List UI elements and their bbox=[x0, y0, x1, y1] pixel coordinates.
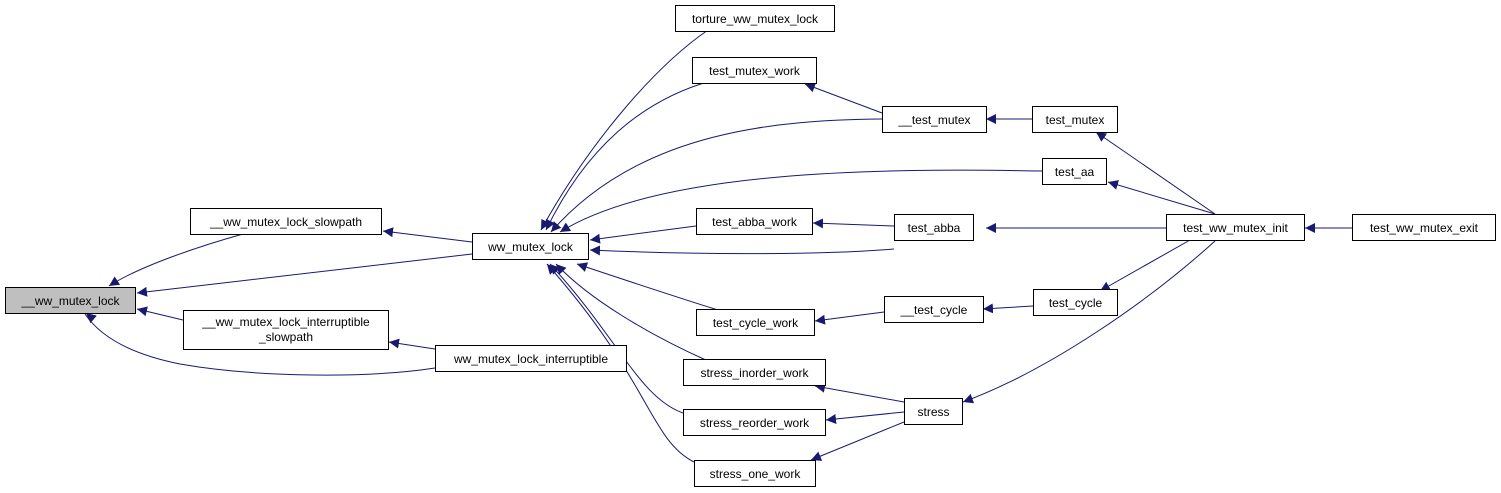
edge-init-to-test-cycle bbox=[1099, 239, 1191, 292]
node-test-cycle[interactable]: test_cycle bbox=[1033, 289, 1118, 316]
node-label-line2: _slowpath bbox=[258, 330, 313, 344]
node-label: stress_inorder_work bbox=[700, 366, 809, 380]
edge-test-cycle-internal-to-test-cycle-work bbox=[814, 311, 885, 325]
node-label: __ww_mutex_lock bbox=[20, 294, 120, 308]
node-label: ww_mutex_lock_interruptible bbox=[453, 352, 608, 366]
edge-test-abba-work-to-ww-mutex-lock bbox=[589, 225, 697, 244]
edge-test-cycle-to-test-cycle-internal bbox=[982, 303, 1034, 314]
edge-test-cycle-work-to-ww-mutex-lock bbox=[576, 262, 719, 311]
edge-test-mutex-internal-to-test-mutex-work bbox=[804, 82, 883, 114]
node-test-abba-work[interactable]: test_abba_work bbox=[696, 208, 813, 235]
node-torture-ww-mutex-lock[interactable]: torture_ww_mutex_lock bbox=[675, 5, 835, 32]
node-label: test_ww_mutex_init bbox=[1183, 221, 1288, 235]
edge-test-aa-to-ww-mutex-lock bbox=[559, 169, 1043, 233]
edge-torture-to-ww-mutex-lock bbox=[540, 29, 709, 231]
edge-ww-mutex-lock-interruptible-to-interruptible-slowpath bbox=[388, 338, 436, 350]
edge-init-to-test-aa bbox=[1107, 180, 1216, 215]
node-ww-mutex-lock-slowpath[interactable]: __ww_mutex_lock_slowpath bbox=[190, 208, 382, 235]
node-label: stress_reorder_work bbox=[700, 416, 810, 430]
node-test-cycle-work[interactable]: test_cycle_work bbox=[696, 309, 815, 336]
edge-test-abba-to-ww-mutex-lock bbox=[589, 245, 895, 256]
node-test-ww-mutex-init[interactable]: test_ww_mutex_init bbox=[1166, 214, 1305, 241]
node-label: test_cycle_work bbox=[713, 316, 799, 330]
node-label: __ww_mutex_lock_slowpath bbox=[209, 215, 362, 229]
edge-test-abba-to-test-abba-work bbox=[812, 218, 895, 229]
node-label: stress bbox=[917, 405, 949, 419]
edge-stress-to-stress-one bbox=[810, 421, 905, 461]
node-label: __test_mutex bbox=[897, 113, 970, 127]
node-ww-mutex-lock-interruptible[interactable]: ww_mutex_lock_interruptible bbox=[435, 345, 627, 372]
node-test-ww-mutex-exit[interactable]: test_ww_mutex_exit bbox=[1352, 214, 1496, 241]
node-label: ww_mutex_lock bbox=[487, 240, 574, 254]
edge-slowpath-to-ww-mutex-lock-internal bbox=[108, 233, 244, 287]
node-label: test_ww_mutex_exit bbox=[1370, 221, 1479, 235]
node-ww-mutex-lock[interactable]: ww_mutex_lock bbox=[472, 233, 589, 260]
node-test-aa[interactable]: test_aa bbox=[1042, 158, 1107, 185]
edge-init-to-test-mutex bbox=[1095, 131, 1216, 215]
node-stress-reorder-work[interactable]: stress_reorder_work bbox=[683, 409, 826, 436]
node-label: test_abba bbox=[908, 221, 961, 235]
node-label: test_aa bbox=[1055, 165, 1095, 179]
node-test-abba[interactable]: test_abba bbox=[894, 214, 974, 241]
node-test-cycle-internal[interactable]: __test_cycle bbox=[884, 296, 984, 323]
node-stress-one-work[interactable]: stress_one_work bbox=[694, 460, 816, 487]
node-label: torture_ww_mutex_lock bbox=[692, 12, 819, 26]
edge-test-mutex-internal-to-ww-mutex-lock bbox=[550, 118, 883, 233]
node-label: __test_cycle bbox=[900, 303, 968, 317]
node-label: test_mutex_work bbox=[709, 64, 801, 78]
edge-stress-reorder-to-ww-mutex-lock bbox=[549, 263, 687, 415]
node-stress-inorder-work[interactable]: stress_inorder_work bbox=[683, 359, 826, 386]
edge-ww-mutex-lock-to-ww-mutex-lock-internal bbox=[136, 253, 473, 297]
node-label: test_cycle bbox=[1049, 296, 1103, 310]
edge-stress-to-stress-inorder bbox=[814, 382, 905, 403]
node-ww-mutex-lock-internal[interactable]: __ww_mutex_lock bbox=[5, 287, 136, 314]
edge-ww-mutex-lock-to-slowpath bbox=[382, 227, 473, 243]
node-stress[interactable]: stress bbox=[904, 398, 963, 425]
node-label: test_abba_work bbox=[712, 215, 798, 229]
edge-ww-mutex-lock-interruptible-to-ww-mutex-lock-internal bbox=[84, 313, 436, 376]
edge-stress-to-stress-reorder bbox=[825, 411, 905, 424]
edge-stress-one-to-ww-mutex-lock bbox=[546, 263, 695, 463]
node-ww-mutex-lock-interruptible-slowpath[interactable]: __ww_mutex_lock_interruptible _slowpath bbox=[183, 310, 389, 350]
edge-test-mutex-work-to-ww-mutex-lock bbox=[545, 79, 715, 231]
node-test-mutex[interactable]: test_mutex bbox=[1032, 106, 1118, 133]
node-label: test_mutex bbox=[1046, 113, 1105, 127]
edge-stress-inorder-to-ww-mutex-lock bbox=[555, 263, 709, 362]
node-label: __ww_mutex_lock_interruptible bbox=[201, 315, 370, 329]
node-label: stress_one_work bbox=[710, 467, 802, 481]
node-test-mutex-work[interactable]: test_mutex_work bbox=[692, 57, 817, 84]
edge-init-to-stress bbox=[962, 240, 1216, 404]
edge-interruptible-slowpath-to-ww-mutex-lock-internal bbox=[136, 306, 184, 321]
node-test-mutex-internal[interactable]: __test_mutex bbox=[882, 106, 987, 133]
